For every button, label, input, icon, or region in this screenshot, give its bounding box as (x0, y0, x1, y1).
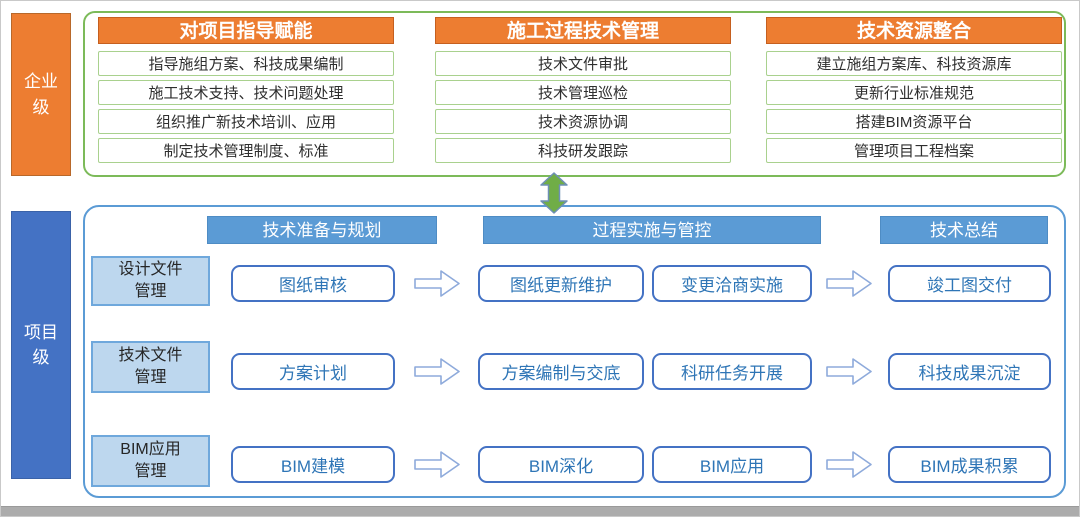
row-label-bim: BIM应用 管理 (91, 435, 210, 487)
row-label-tech-docs: 技术文件 管理 (91, 341, 210, 393)
process-box: 科技成果沉淀 (888, 353, 1051, 390)
phase-header-summary: 技术总结 (880, 216, 1048, 244)
enterprise-level-label: 企业 级 (11, 13, 71, 176)
process-box: 方案编制与交底 (478, 353, 644, 390)
enterprise-column-resources: 技术资源整合 建立施组方案库、科技资源库 更新行业标准规范 搭建BIM资源平台 … (766, 17, 1062, 167)
process-box: 方案计划 (231, 353, 395, 390)
process-box: 图纸审核 (231, 265, 395, 302)
right-arrow-icon (825, 357, 873, 391)
enterprise-item: 管理项目工程档案 (766, 138, 1062, 163)
column-header: 技术资源整合 (766, 17, 1062, 44)
enterprise-item: 组织推广新技术培训、应用 (98, 109, 394, 134)
process-box: 图纸更新维护 (478, 265, 644, 302)
row-label-text: 技术文件 管理 (118, 347, 183, 386)
project-section: 技术准备与规划 过程实施与管控 技术总结 设计文件 管理 图纸审核 图纸更新维护… (83, 205, 1066, 498)
window-bottom-edge (1, 506, 1079, 516)
process-box: BIM建模 (231, 446, 395, 483)
enterprise-column-process: 施工过程技术管理 技术文件审批 技术管理巡检 技术资源协调 科技研发跟踪 (435, 17, 731, 167)
process-box: 竣工图交付 (888, 265, 1051, 302)
phase-header-preparation: 技术准备与规划 (207, 216, 437, 244)
enterprise-item: 更新行业标准规范 (766, 80, 1062, 105)
right-arrow-icon (413, 357, 461, 391)
enterprise-item: 技术文件审批 (435, 51, 731, 76)
column-header: 施工过程技术管理 (435, 17, 731, 44)
column-header: 对项目指导赋能 (98, 17, 394, 44)
row-label-text: 设计文件 管理 (118, 261, 183, 300)
enterprise-level-label-text: 企业 级 (24, 72, 58, 117)
process-box: 科研任务开展 (652, 353, 812, 390)
enterprise-item: 建立施组方案库、科技资源库 (766, 51, 1062, 76)
up-down-arrow-icon (540, 172, 568, 219)
process-box: BIM深化 (478, 446, 644, 483)
enterprise-item: 搭建BIM资源平台 (766, 109, 1062, 134)
enterprise-section: 对项目指导赋能 指导施组方案、科技成果编制 施工技术支持、技术问题处理 组织推广… (83, 11, 1066, 177)
enterprise-item: 施工技术支持、技术问题处理 (98, 80, 394, 105)
enterprise-item: 指导施组方案、科技成果编制 (98, 51, 394, 76)
enterprise-item: 技术资源协调 (435, 109, 731, 134)
row-label-text: BIM应用 管理 (120, 441, 181, 480)
enterprise-item: 制定技术管理制度、标准 (98, 138, 394, 163)
right-arrow-icon (413, 269, 461, 303)
process-box: 变更洽商实施 (652, 265, 812, 302)
enterprise-item: 技术管理巡检 (435, 80, 731, 105)
enterprise-item: 科技研发跟踪 (435, 138, 731, 163)
process-box: BIM成果积累 (888, 446, 1051, 483)
phase-header-implementation: 过程实施与管控 (483, 216, 821, 244)
row-label-design-docs: 设计文件 管理 (91, 256, 210, 306)
project-level-label: 项目 级 (11, 211, 71, 479)
enterprise-column-guidance: 对项目指导赋能 指导施组方案、科技成果编制 施工技术支持、技术问题处理 组织推广… (98, 17, 394, 167)
right-arrow-icon (413, 450, 461, 484)
process-box: BIM应用 (652, 446, 812, 483)
right-arrow-icon (825, 450, 873, 484)
project-level-label-text: 项目 级 (24, 322, 58, 368)
right-arrow-icon (825, 269, 873, 303)
